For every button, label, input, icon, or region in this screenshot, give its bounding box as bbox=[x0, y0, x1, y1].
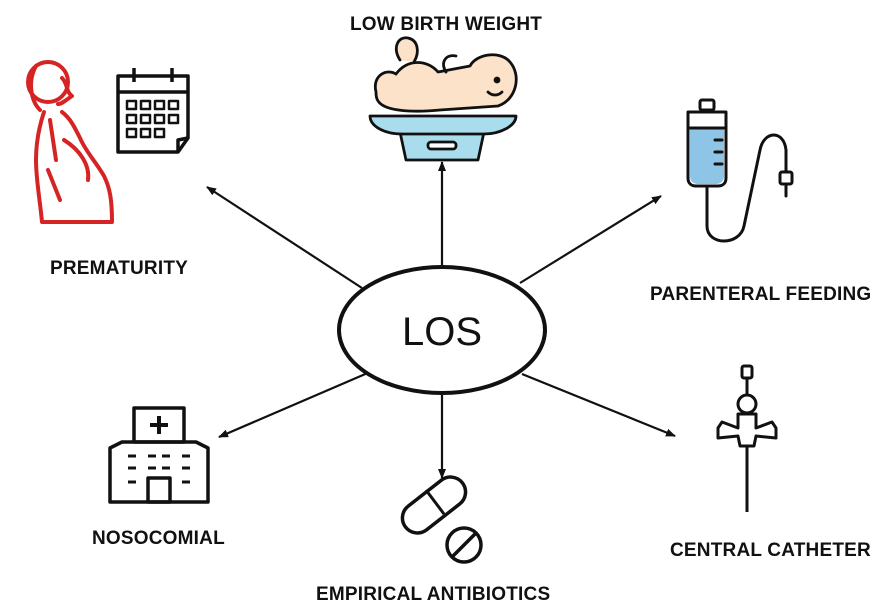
pregnant-woman-icon bbox=[26, 60, 114, 224]
nosocomial-label: NOSOCOMIAL bbox=[92, 528, 225, 549]
prematurity-label: PREMATURITY bbox=[50, 258, 189, 279]
los-label: LOS bbox=[402, 310, 482, 354]
arrow-to-nosocomial bbox=[218, 370, 371, 439]
central-catheter-icon bbox=[716, 364, 778, 512]
empirical-antibiotics-label: EMPIRICAL ANTIBIOTICS bbox=[316, 584, 551, 605]
parenteral-feeding-label: PARENTERAL FEEDING bbox=[650, 284, 872, 305]
los-ellipse bbox=[337, 265, 547, 395]
hospital-building-icon bbox=[108, 406, 210, 504]
calendar-icon bbox=[116, 68, 190, 154]
arrow-to-prematurity bbox=[206, 186, 363, 289]
iv-drip-bag-icon bbox=[686, 98, 794, 243]
arrow-to-parenteral-feeding bbox=[519, 195, 662, 284]
pills-capsule-icon bbox=[400, 475, 483, 564]
central-catheter-label: CENTRAL CATHETER bbox=[670, 540, 871, 561]
low-birth-weight-label: LOW BIRTH WEIGHT bbox=[350, 14, 543, 35]
baby-on-scale-icon bbox=[368, 36, 518, 162]
arrow-to-central-catheter bbox=[521, 372, 676, 438]
